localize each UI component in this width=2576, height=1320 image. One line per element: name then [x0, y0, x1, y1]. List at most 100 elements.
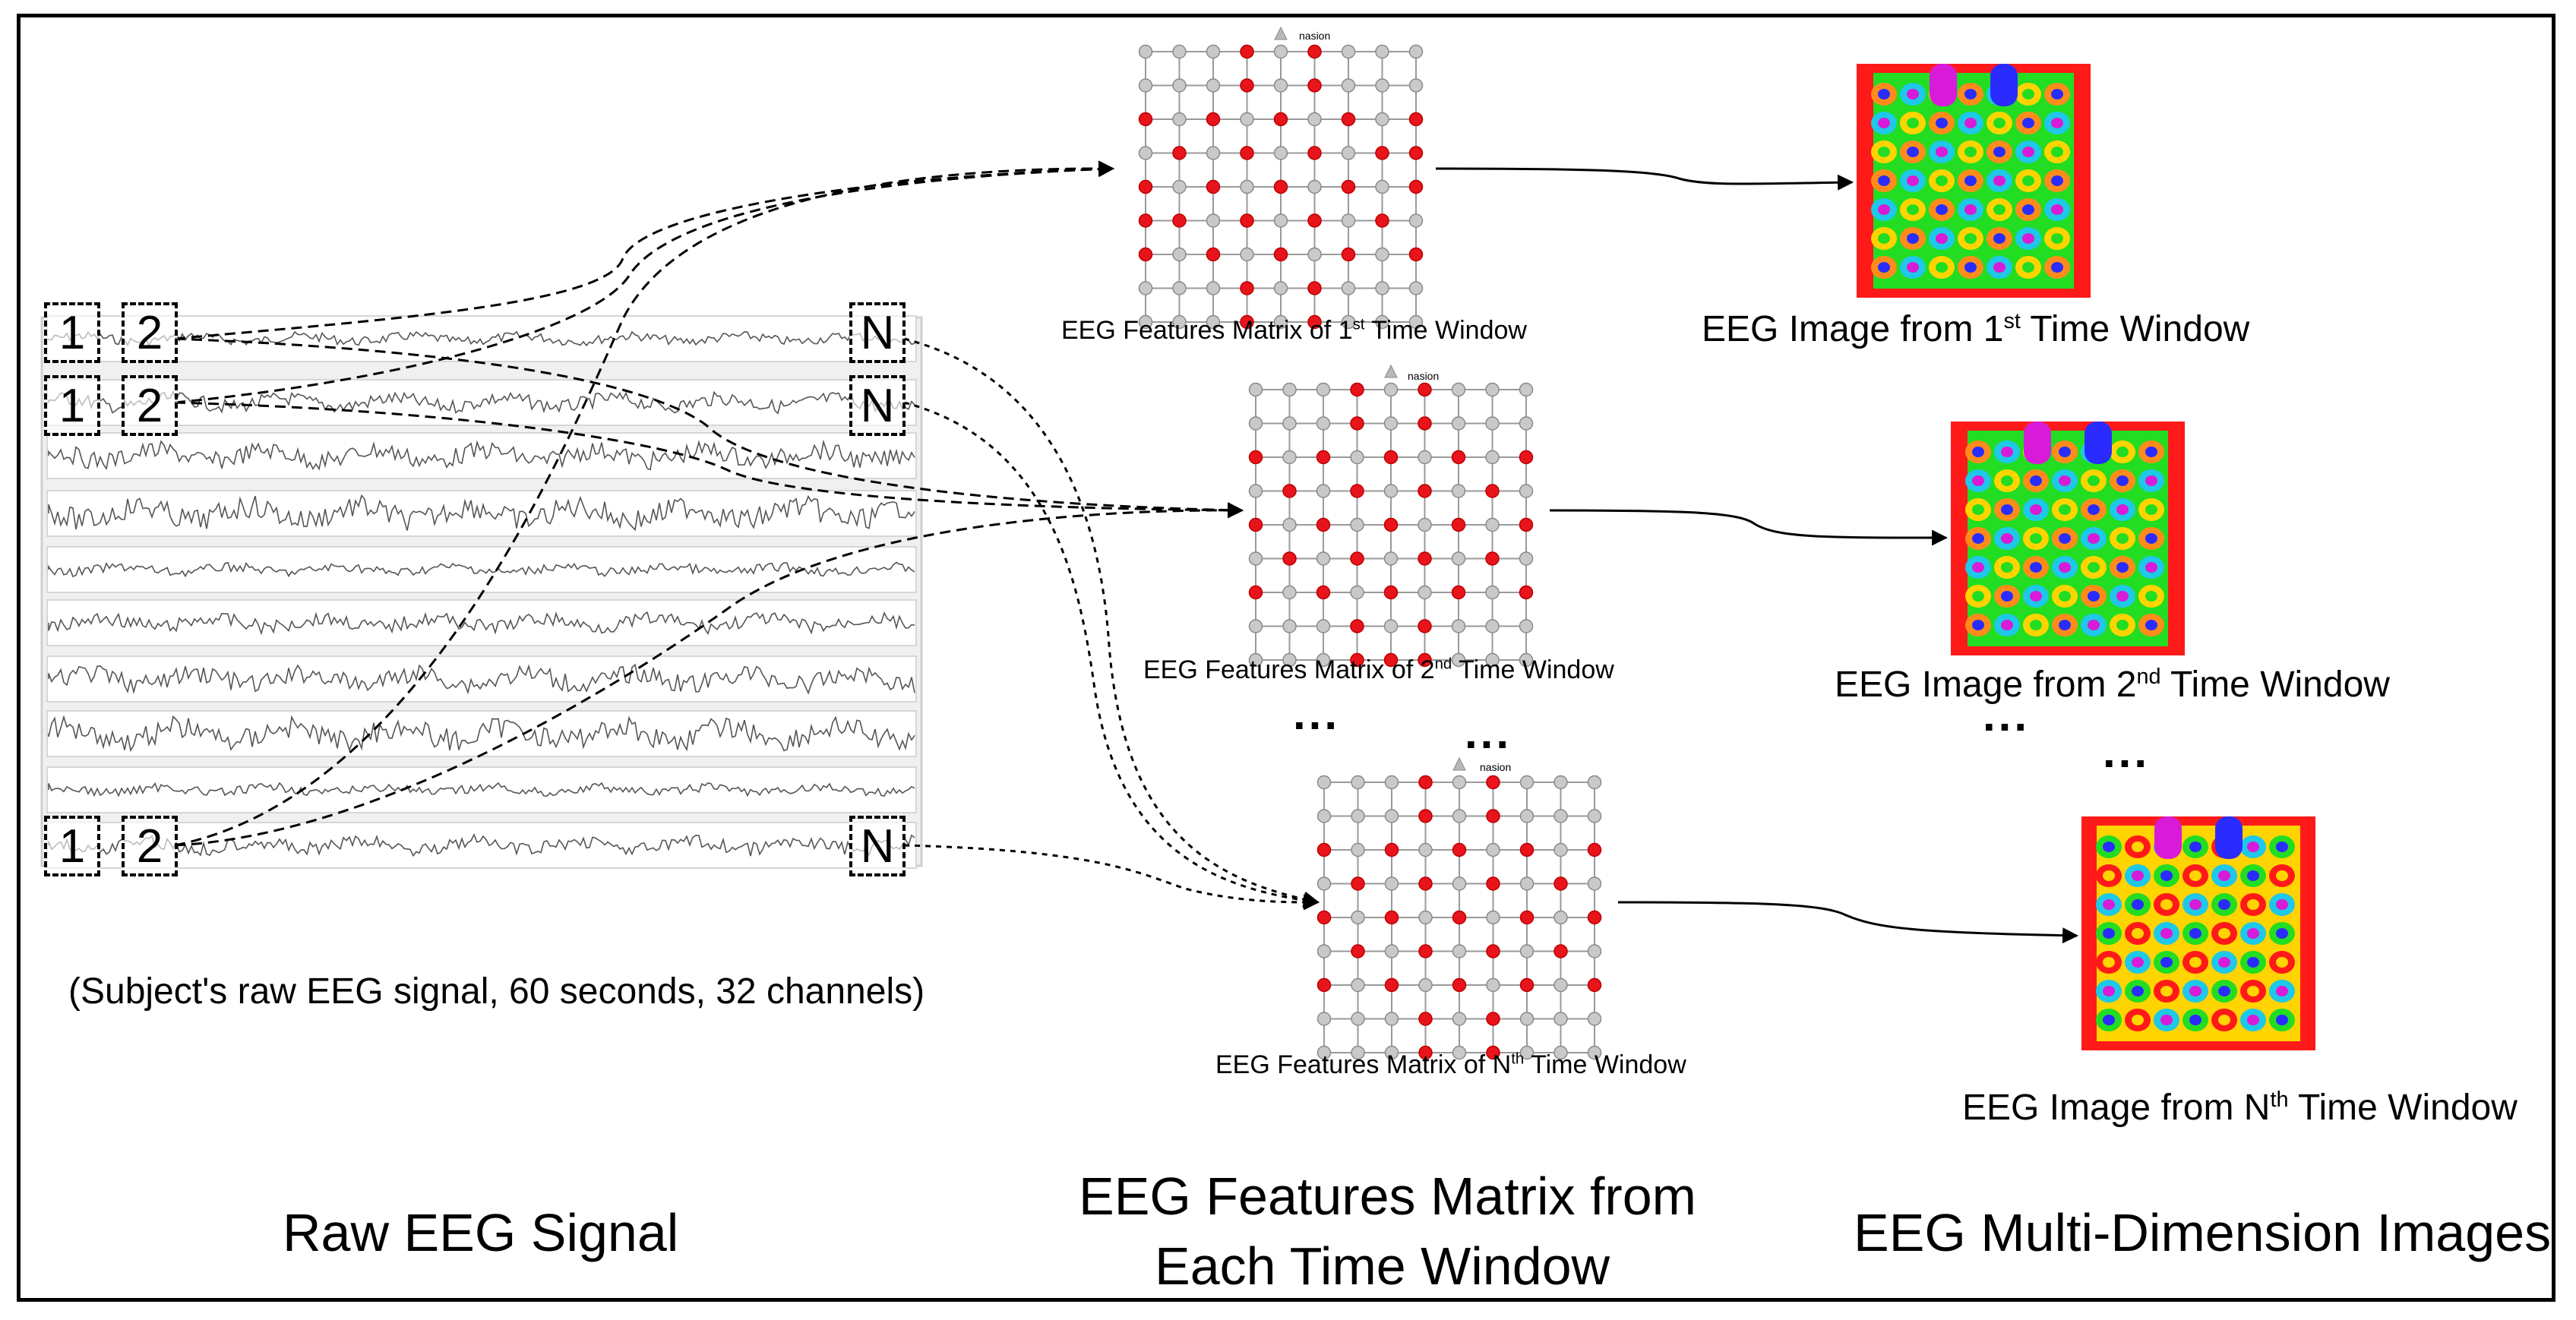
heatmap-blob-core	[2160, 986, 2173, 996]
matrix-node-active	[1418, 551, 1432, 566]
matrix-node-inactive	[1273, 146, 1288, 160]
heatmap-blob-core	[2116, 533, 2129, 544]
heatmap-blob-core	[2132, 842, 2144, 852]
heatmap-blob-core	[2145, 533, 2157, 544]
matrix-node-inactive	[1452, 775, 1467, 790]
eeg-channel-traces	[46, 315, 917, 869]
eeg-trace-line	[48, 330, 915, 347]
matrix-node-active	[1273, 247, 1288, 262]
matrix-node-active	[1519, 977, 1535, 993]
heatmap-blob-core	[1907, 204, 1919, 215]
matrix-node-inactive	[1206, 146, 1221, 160]
heatmap-blob-core	[1964, 147, 1977, 157]
matrix-node-inactive	[1587, 1045, 1602, 1060]
heatmap-blob-core	[1964, 89, 1977, 99]
matrix-node-active	[1248, 585, 1263, 600]
heatmap-blob-core	[2103, 842, 2115, 852]
matrix-node-inactive	[1384, 944, 1399, 958]
heatmap-blob-core	[2218, 899, 2230, 910]
matrix-node-inactive	[1451, 416, 1466, 431]
ellipsis-matrix-left: ...	[1293, 688, 1341, 739]
heatmap-blob	[2085, 422, 2112, 464]
heatmap-blob-core	[2247, 1015, 2259, 1025]
matrix-node-active	[1418, 809, 1433, 823]
matrix-node-inactive	[1519, 652, 1534, 668]
window-label: N	[860, 819, 895, 873]
matrix-node-inactive	[1341, 281, 1356, 295]
caption-text: Time Window	[2160, 665, 2390, 705]
matrix-node-active	[1316, 910, 1332, 925]
heatmap-blob-core	[2059, 562, 2071, 573]
matrix-node-active	[1307, 281, 1322, 295]
window-box-1-row1: 1	[44, 302, 100, 363]
title-multi-dimension-images: EEG Multi-Dimension Images	[1854, 1203, 2552, 1262]
matrix-node-active	[1554, 944, 1568, 958]
matrix-node-inactive	[1485, 652, 1500, 668]
matrix-node-active	[1486, 944, 1500, 958]
matrix-node-active	[1418, 619, 1432, 633]
matrix-node-active	[1341, 247, 1356, 262]
matrix-node-active	[1587, 842, 1602, 857]
heatmap-blob-core	[1936, 147, 1948, 157]
matrix-node-active	[1307, 314, 1322, 330]
matrix-node-active	[1452, 842, 1467, 857]
matrix-node-inactive	[1248, 484, 1263, 498]
matrix-node-active	[1316, 517, 1331, 532]
matrix-node-inactive	[1341, 314, 1356, 330]
image-caption-2: EEG Image from 2nd Time Window	[1835, 665, 2390, 705]
eeg-trace-line	[48, 833, 915, 857]
heatmap-blob-core	[2030, 533, 2042, 544]
matrix-node-active	[1375, 146, 1389, 160]
matrix-node-inactive	[1172, 314, 1187, 330]
matrix-node-active	[1172, 146, 1187, 160]
heatmap-blob-core	[2276, 957, 2288, 968]
matrix-node-inactive	[1554, 910, 1568, 925]
heatmap-blob-core	[2001, 591, 2013, 602]
matrix-node-active	[1418, 484, 1432, 498]
matrix-node-inactive	[1485, 517, 1500, 532]
heatmap-blob-core	[2103, 928, 2115, 939]
heatmap-blob-core	[2116, 447, 2129, 457]
heatmap-blob-core	[2116, 504, 2129, 515]
title-features-line1: EEG Features Matrix from	[1079, 1167, 1696, 1226]
matrix-node-inactive	[1138, 78, 1153, 93]
heatmap-blob-core	[2059, 620, 2071, 630]
heatmap-blob-core	[1993, 233, 2005, 244]
heatmap-blob-core	[1878, 118, 1890, 128]
matrix-node-inactive	[1206, 314, 1221, 330]
matrix-node-active	[1587, 910, 1602, 925]
eeg-image-2	[1951, 422, 2185, 655]
heatmap-blob-core	[2051, 147, 2063, 157]
heatmap-blob-core	[1972, 504, 1984, 515]
title-features-line2: Each Time Window	[1155, 1236, 1610, 1296]
matrix-node-active	[1282, 484, 1297, 498]
heatmap-blob-core	[2247, 957, 2259, 968]
heatmap-blob-core	[2160, 870, 2173, 881]
heatmap-blob-core	[2276, 870, 2288, 881]
heatmap-blob-core	[1972, 591, 1984, 602]
matrix-node-active	[1418, 775, 1433, 790]
matrix-node-active	[1316, 450, 1331, 465]
signal-caption: (Subject's raw EEG signal, 60 seconds, 3…	[68, 971, 925, 1012]
matrix-node-active	[1486, 876, 1500, 891]
matrix-node-inactive	[1248, 652, 1263, 668]
heatmap-blob-core	[2247, 986, 2259, 996]
matrix-node-active	[1519, 585, 1534, 600]
matrix-node-active	[1307, 44, 1322, 59]
heatmap-blob-core	[2059, 447, 2071, 457]
matrix-node-inactive	[1172, 112, 1187, 127]
matrix-node-inactive	[1248, 551, 1263, 566]
heatmap-blob-core	[2030, 562, 2042, 573]
heatmap-blob-core	[2059, 533, 2071, 544]
features-matrix-1	[1138, 26, 1424, 330]
heatmap-blob-core	[2059, 475, 2071, 486]
window-box-n-row2: N	[849, 375, 906, 436]
matrix-node-inactive	[1240, 112, 1254, 127]
eeg-channel-strip	[46, 546, 917, 593]
matrix-node-inactive	[1138, 314, 1153, 330]
heatmap-blob-core	[1936, 204, 1948, 215]
matrix-node-inactive	[1206, 281, 1221, 295]
heatmap-blob-core	[2189, 928, 2201, 939]
matrix-node-active	[1350, 652, 1364, 668]
matrix-node-inactive	[1206, 213, 1221, 228]
